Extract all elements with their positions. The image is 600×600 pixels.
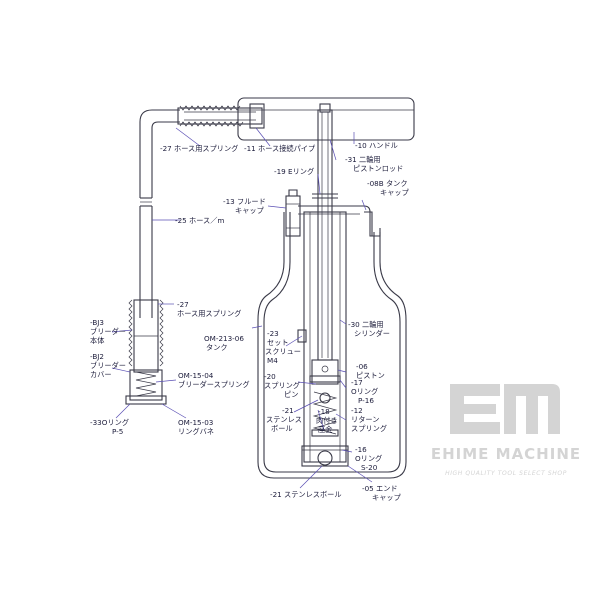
piston-rod [317, 103, 333, 361]
end-cap [301, 445, 349, 467]
bleeder-body [125, 299, 167, 405]
label-bleeder-cover-c: カバー [90, 370, 112, 379]
label-o-ring-s20-c: S-20 [361, 463, 378, 472]
hose-spring-top [179, 105, 244, 127]
label-piston-rod-a: -31 二輪用 [345, 155, 381, 164]
label-hose: -25 ホース／m [175, 216, 224, 225]
hose [139, 109, 180, 318]
label-o-ring-p16-c: P-16 [358, 396, 374, 405]
label-stainless-ball-a: -21 [282, 406, 294, 415]
label-hose-spring-top: -27 ホース用スプリング [160, 144, 238, 153]
label-bleeder-cover-b: ブリーダー [90, 361, 126, 370]
tank [257, 212, 407, 479]
label-stainless-ball-bottom: -21 ステンレスボール [270, 490, 342, 499]
return-spring [312, 391, 338, 435]
callout-labels: -10 ハンドル -27 ホース用スプリング -11 ホース接続パイプ -31 … [90, 141, 410, 502]
stainless-ball-upper [319, 392, 331, 404]
label-return-spring-b: リターン [351, 415, 379, 424]
label-spring-pin-a: -20 [264, 372, 276, 381]
label-bleeder-spring-a: OM-15-04 [178, 371, 214, 380]
label-ring-spring-b: リングバネ [178, 427, 214, 436]
label-e-ring: -19 Eリング [274, 167, 314, 176]
leader-lines [111, 127, 373, 489]
label-set-screw-a: -23 [267, 329, 279, 338]
e-ring [312, 193, 338, 199]
label-piston-a: -06 [356, 362, 368, 371]
label-hose-spring-lower-b: ホース用スプリング [177, 309, 241, 318]
stainless-ball-lower [317, 450, 333, 466]
hose-connection-pipe [177, 103, 265, 129]
label-set-screw-b: セット [267, 338, 289, 347]
label-end-cap-b: キャップ [372, 493, 402, 502]
piston [309, 359, 341, 385]
hose-spring-lower [128, 299, 164, 367]
em-logo-icon [450, 384, 560, 434]
label-o-ring-s20-a: -16 [355, 445, 367, 454]
watermark: EHIME MACHINE HIGH QUALITY TOOL SELECT S… [431, 384, 581, 477]
label-tank-a: OM-213-06 [204, 334, 244, 343]
bleeder-spring [135, 371, 157, 397]
label-washer-c: 座金 [318, 425, 332, 434]
cylinder [303, 211, 347, 463]
label-hose-connection-pipe: -11 ホース接続パイプ [244, 144, 316, 153]
label-o-ring-s20-b: Oリング [355, 454, 382, 463]
label-ring-spring-a: OM-15-03 [178, 418, 213, 427]
label-return-spring-c: スプリング [351, 424, 387, 433]
label-tank-b: タンク [206, 343, 228, 352]
label-fluid-cap-b: キャップ [235, 206, 265, 215]
label-washer-b: 肉付き [316, 416, 338, 425]
label-o-ring-p16-a: -17 [351, 378, 363, 387]
label-stainless-ball-b: ステンレス [266, 415, 302, 424]
label-tank-cap-b: キャップ [380, 188, 410, 197]
label-set-screw-c: スクリュー [265, 347, 301, 356]
label-cylinder-a: -30 二輪用 [348, 320, 384, 329]
washer [311, 429, 339, 437]
label-bleeder-cover-a: -BJ2 [90, 352, 104, 361]
label-handle: -10 ハンドル [355, 141, 398, 150]
label-fluid-cap-a: -13 フルード [223, 197, 266, 206]
label-return-spring-a: -12 [351, 406, 363, 415]
label-stainless-ball-c: ボール [271, 424, 293, 433]
label-bleeder-body-b: ブリーダー [90, 327, 126, 336]
label-o-ring-p16-b: Oリング [351, 387, 378, 396]
fluid-cap [285, 189, 301, 237]
label-bleeder-spring-b: ブリーダースプリング [178, 380, 250, 389]
watermark-brand: EHIME MACHINE [431, 445, 581, 463]
label-piston-b: ピストン [356, 371, 385, 380]
watermark-tagline: HIGH QUALITY TOOL SELECT SHOP [445, 470, 567, 477]
label-spring-pin-c: ピン [284, 390, 298, 399]
label-piston-rod-b: ピストンロッド [353, 164, 403, 173]
label-end-cap-a: -05 エンド [362, 484, 398, 493]
label-o-ring-p5-b: P-5 [112, 427, 123, 436]
label-o-ring-p5-a: -33Oリング [90, 418, 129, 427]
label-bleeder-body-c: 本体 [90, 336, 104, 345]
label-set-screw-d: M4 [267, 356, 278, 365]
label-washer-a: -18 [318, 407, 330, 416]
label-bleeder-body-a: -BJ3 [90, 318, 104, 327]
label-hose-spring-lower-a: -27 [177, 300, 189, 309]
set-screw [297, 329, 307, 343]
label-spring-pin-b: スプリング [264, 381, 300, 390]
label-tank-cap-a: -08B タンク [367, 179, 408, 188]
label-cylinder-b: シリンダー [354, 329, 390, 338]
